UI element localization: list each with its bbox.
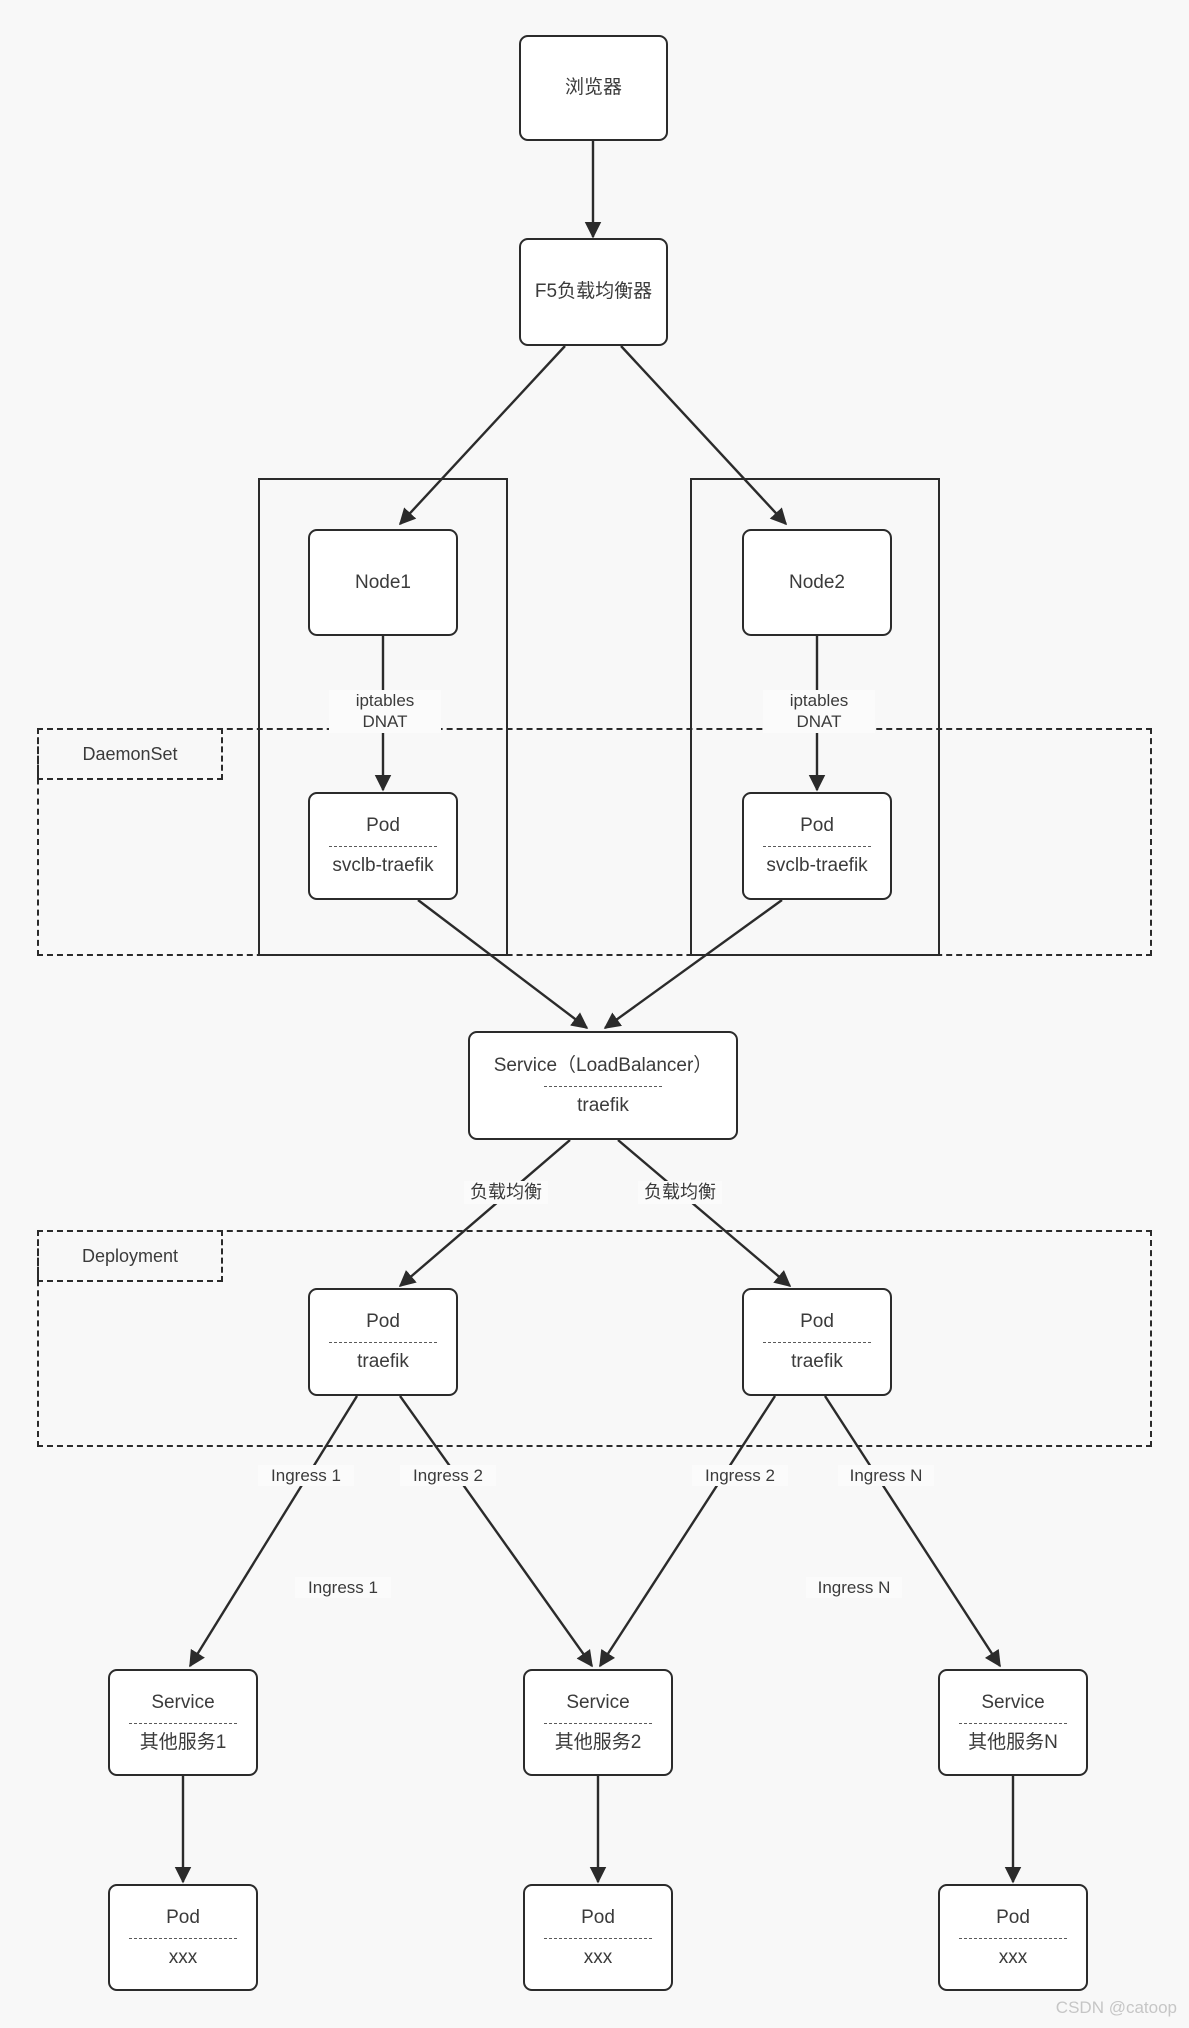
divider-dashed — [544, 1085, 662, 1087]
node1-title: Node1 — [355, 571, 411, 593]
pod-traefik-1-sub: traefik — [357, 1351, 409, 1372]
pod-traefik-2-title: Pod — [800, 1311, 834, 1333]
divider-dashed — [763, 1342, 871, 1343]
pod-xxx-n-title: Pod — [996, 1906, 1030, 1928]
divider-dashed — [763, 846, 871, 847]
divider-dashed — [129, 1722, 237, 1724]
iptables-dnat-2-line2: DNAT — [796, 712, 842, 732]
edge-label-ingress-mid-right: Ingress N — [806, 1577, 902, 1599]
edge-label-loadbalance-left: 负载均衡 — [464, 1181, 548, 1204]
pod-traefik-2-box[interactable]: Pod traefik — [742, 1288, 892, 1396]
service-lb-title: Service（LoadBalancer） — [493, 1054, 713, 1076]
deployment-label: Deployment — [37, 1230, 223, 1282]
pod-svclb-2-title: Pod — [800, 815, 834, 837]
divider-dashed — [329, 846, 437, 847]
service-other-2-title: Service — [566, 1691, 630, 1713]
node2-title: Node2 — [789, 571, 845, 593]
iptables-dnat-1-line2: DNAT — [362, 712, 408, 732]
service-other-n-sub: 其他服务N — [968, 1731, 1058, 1753]
divider-dashed — [129, 1937, 237, 1939]
daemonset-label-text: DaemonSet — [78, 743, 182, 765]
edge-label-ingress-top-4: Ingress N — [838, 1465, 934, 1487]
service-other-n-title: Service — [981, 1691, 1045, 1713]
pod-traefik-1-title: Pod — [366, 1311, 400, 1333]
service-other-2-sub: 其他服务2 — [554, 1731, 642, 1753]
service-other-1-box[interactable]: Service 其他服务1 — [108, 1669, 258, 1776]
deployment-label-text: Deployment — [77, 1245, 183, 1267]
service-other-1-title: Service — [151, 1691, 215, 1713]
service-loadbalancer-box[interactable]: Service（LoadBalancer） traefik — [468, 1031, 738, 1140]
pod-svclb-2-sub: svclb-traefik — [766, 855, 868, 876]
node1-box[interactable]: Node1 — [308, 529, 458, 636]
edge-label-ingress-mid-left: Ingress 1 — [295, 1577, 391, 1599]
edge-label-loadbalance-right: 负载均衡 — [638, 1181, 722, 1204]
deployment-group-rect — [37, 1230, 1152, 1447]
service-other-1-sub: 其他服务1 — [139, 1731, 227, 1753]
iptables-dnat-2-line1: iptables — [789, 691, 849, 710]
f5-title: F5负载均衡器 — [534, 281, 653, 303]
pod-svclb-1-title: Pod — [366, 815, 400, 837]
pod-xxx-n-box[interactable]: Pod xxx — [938, 1884, 1088, 1991]
edge-label-ingress-top-3: Ingress 2 — [692, 1465, 788, 1487]
divider-dashed — [329, 1342, 437, 1343]
edge-label-ingress-top-1: Ingress 1 — [258, 1465, 354, 1487]
divider-dashed — [544, 1722, 652, 1724]
edge-label-ingress-top-2: Ingress 2 — [400, 1465, 496, 1487]
pod-xxx-1-title: Pod — [166, 1906, 200, 1928]
daemonset-group-rect — [37, 728, 1152, 956]
divider-dashed — [544, 1937, 652, 1939]
service-other-n-box[interactable]: Service 其他服务N — [938, 1669, 1088, 1776]
pod-xxx-1-sub: xxx — [168, 1946, 198, 1968]
pod-traefik-1-box[interactable]: Pod traefik — [308, 1288, 458, 1396]
pod-xxx-2-title: Pod — [581, 1906, 615, 1928]
pod-svclb-traefik-1-box[interactable]: Pod svclb-traefik — [308, 792, 458, 900]
divider-dashed — [959, 1722, 1067, 1724]
browser-box[interactable]: 浏览器 — [519, 35, 668, 141]
edge-label-iptables-dnat-1: iptables DNAT — [329, 690, 441, 733]
service-lb-sub: traefik — [577, 1094, 629, 1116]
pod-xxx-2-box[interactable]: Pod xxx — [523, 1884, 673, 1991]
pod-xxx-2-sub: xxx — [583, 1946, 613, 1968]
pod-xxx-n-sub: xxx — [998, 1946, 1028, 1968]
pod-svclb-1-sub: svclb-traefik — [332, 855, 434, 876]
browser-title: 浏览器 — [564, 77, 622, 99]
divider-dashed — [959, 1937, 1067, 1939]
iptables-dnat-1-line1: iptables — [355, 691, 415, 710]
pod-xxx-1-box[interactable]: Pod xxx — [108, 1884, 258, 1991]
daemonset-label: DaemonSet — [37, 728, 223, 780]
watermark: CSDN @catoop — [1055, 1998, 1177, 2017]
service-other-2-box[interactable]: Service 其他服务2 — [523, 1669, 673, 1776]
node2-box[interactable]: Node2 — [742, 529, 892, 636]
edge-label-iptables-dnat-2: iptables DNAT — [763, 690, 875, 733]
pod-svclb-traefik-2-box[interactable]: Pod svclb-traefik — [742, 792, 892, 900]
f5-loadbalancer-box[interactable]: F5负载均衡器 — [519, 238, 668, 346]
pod-traefik-2-sub: traefik — [791, 1351, 843, 1372]
